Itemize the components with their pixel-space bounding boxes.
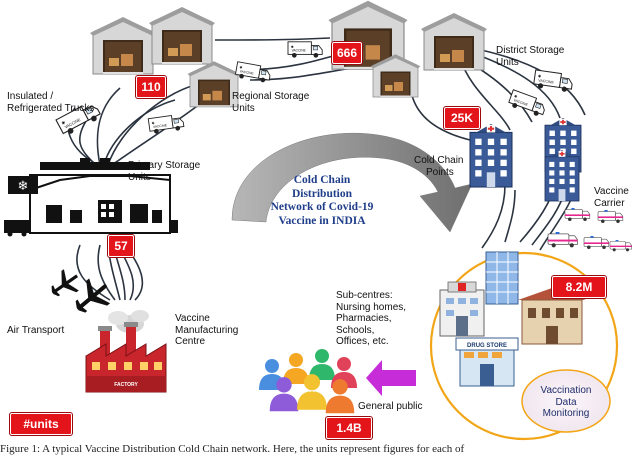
label-district-storage: District Storage Units bbox=[496, 45, 564, 68]
label-general-public: General public bbox=[358, 401, 423, 412]
label-line: Vaccination bbox=[540, 385, 592, 396]
diagram-title: Cold Chain Distribution Network of Covid… bbox=[258, 174, 386, 228]
label-line: District Storage bbox=[496, 45, 565, 56]
ambulance-icon bbox=[597, 209, 624, 224]
label-line: Offices, etc. bbox=[336, 336, 389, 347]
label-line: Cold Chain bbox=[414, 155, 464, 166]
office-tower-icon bbox=[485, 251, 519, 305]
badge-public: 1.4B bbox=[326, 417, 372, 439]
label-line: Manufacturing bbox=[175, 324, 239, 336]
label-line: Refrigerated Trucks bbox=[7, 102, 95, 114]
figure-caption: Figure 1: A typical Vaccine Distribution… bbox=[0, 443, 465, 455]
label-line: Data bbox=[555, 396, 577, 408]
label-line: Vaccine bbox=[594, 186, 629, 197]
label-line: Sub-centres: bbox=[336, 290, 393, 301]
label-vaccine-carrier: Vaccine Carrier bbox=[594, 186, 629, 209]
label-line: Pharmacies, bbox=[336, 313, 392, 324]
refrigerated-truck-icon bbox=[287, 41, 323, 59]
hospital-building-icon bbox=[439, 281, 485, 337]
badge-sub-centres: 8.2M bbox=[552, 276, 606, 298]
warehouse-icon bbox=[420, 12, 488, 71]
label-line: Vaccine bbox=[175, 313, 210, 324]
label-line: Primary Storage bbox=[128, 160, 201, 171]
label-insulated-trucks: Insulated / Refrigerated Trucks bbox=[7, 91, 94, 114]
primary-storage-icon: ❄ bbox=[4, 158, 178, 237]
badge-primary: 57 bbox=[108, 235, 134, 257]
title-line: Distribution bbox=[291, 187, 353, 200]
label-manufacturing: Vaccine Manufacturing Centre bbox=[175, 313, 238, 348]
label-line: Units bbox=[496, 56, 519, 68]
svg-text:❄: ❄ bbox=[18, 179, 29, 194]
title-line: Vaccine in INDIA bbox=[278, 214, 366, 227]
label-sub-centres: Sub-centres: Nursing homes, Pharmacies, … bbox=[336, 290, 406, 348]
warehouse-icon bbox=[89, 6, 216, 75]
drug-store-sign: DRUG STORE bbox=[467, 343, 507, 349]
ambulance-icon bbox=[564, 207, 591, 222]
label-line: Schools, bbox=[336, 324, 375, 336]
label-cold-chain-points: Cold Chain Points bbox=[414, 155, 463, 178]
public-arrow bbox=[366, 360, 416, 396]
ambulance-icon bbox=[547, 231, 578, 248]
airplane-icon bbox=[75, 278, 111, 313]
ambulance-icon bbox=[583, 235, 610, 250]
label-regional-storage: Regional Storage Units bbox=[232, 91, 309, 114]
legend-units-badge: #units bbox=[10, 413, 72, 435]
label-line: Points bbox=[426, 166, 454, 178]
label-line: Units bbox=[128, 171, 151, 183]
drug-store-icon: DRUG STORE bbox=[455, 337, 519, 387]
label-vaccination-monitoring: Vaccination Data Monitoring bbox=[530, 385, 602, 420]
label-air-transport: Air Transport bbox=[7, 325, 65, 336]
label-line: Units bbox=[232, 102, 255, 114]
title-line: Network of Covid-19 bbox=[270, 201, 374, 213]
badge-district: 666 bbox=[332, 42, 362, 64]
monitoring-ellipse bbox=[521, 369, 611, 433]
hospital-icon bbox=[544, 149, 580, 202]
airplane-icon bbox=[51, 269, 79, 297]
factory-icon: FACTORY bbox=[85, 310, 167, 393]
people-icon bbox=[259, 349, 357, 414]
label-line: Nursing homes, bbox=[336, 301, 407, 313]
label-line: Carrier bbox=[594, 197, 625, 209]
title-line: Cold Chain bbox=[293, 174, 351, 186]
label-line: Insulated / bbox=[7, 91, 54, 102]
label-line: Regional Storage bbox=[232, 91, 310, 102]
hospital-icon bbox=[469, 123, 513, 188]
badge-cold-chain: 25K bbox=[444, 107, 480, 129]
label-primary-storage: Primary Storage Units bbox=[128, 160, 200, 183]
label-line: Centre bbox=[175, 336, 206, 347]
factory-sign: FACTORY bbox=[114, 382, 138, 388]
label-line: Monitoring bbox=[542, 408, 590, 419]
badge-regional: 110 bbox=[136, 76, 166, 98]
refrigerated-truck-icon bbox=[147, 113, 185, 135]
ambulance-icon bbox=[609, 239, 633, 252]
